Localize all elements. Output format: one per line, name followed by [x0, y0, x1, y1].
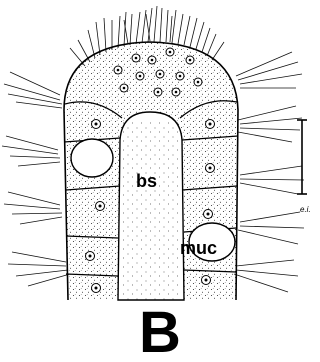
- lumen-stipple: [122, 120, 180, 300]
- label-scale: e.i.: [300, 205, 311, 214]
- label-muc: muc: [180, 238, 217, 258]
- right-bristle-tufts: [234, 52, 304, 292]
- panel-label: B: [139, 300, 181, 362]
- scale-bar: [297, 120, 307, 194]
- mucous-vacuole-left: [71, 139, 113, 177]
- label-bs: bs: [136, 171, 157, 191]
- left-bristle-tufts: [2, 72, 70, 286]
